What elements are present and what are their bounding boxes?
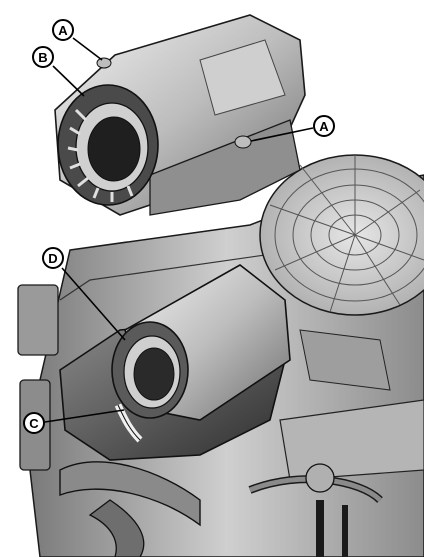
- callout-d: D: [42, 247, 64, 269]
- callout-b: B: [32, 46, 54, 68]
- fan-screen: [259, 154, 424, 316]
- intake-grille: [57, 84, 159, 206]
- breather-tube: [114, 403, 143, 443]
- svg-text:D: D: [48, 251, 57, 266]
- callout-a-top: A: [52, 19, 74, 41]
- svg-text:A: A: [58, 23, 68, 38]
- svg-text:C: C: [29, 416, 39, 431]
- leader-lines: [44, 37, 314, 423]
- engine-hoses: [59, 461, 383, 557]
- svg-text:B: B: [38, 50, 47, 65]
- svg-text:A: A: [319, 119, 329, 134]
- callout-c: C: [23, 412, 45, 434]
- air-filter-element: [111, 264, 291, 421]
- callout-a-right: A: [313, 115, 335, 137]
